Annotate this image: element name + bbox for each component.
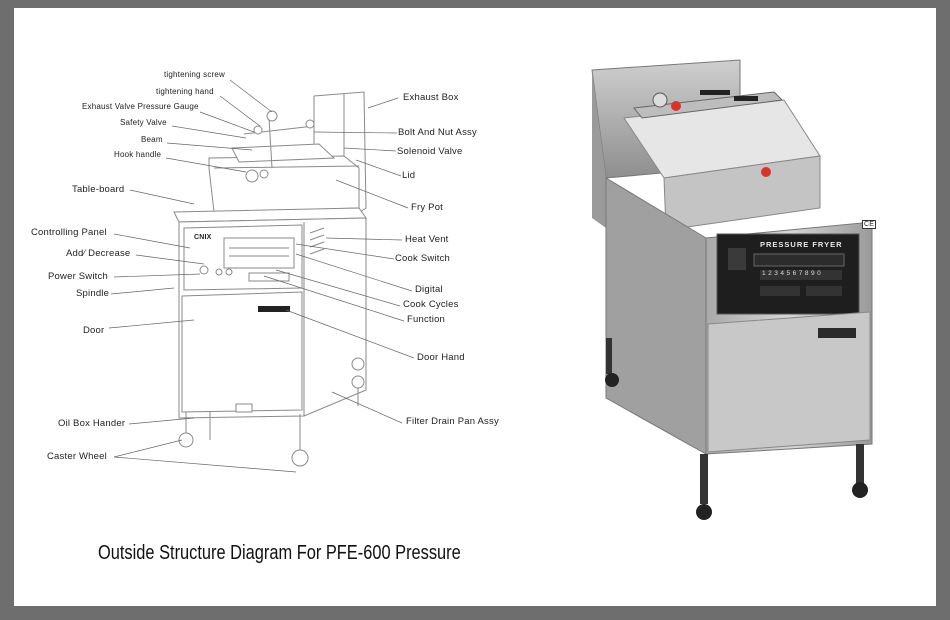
label-cook-switch: Cook Switch [395,253,450,264]
label-power-switch: Power Switch [48,271,108,282]
fryer-line-drawing [108,79,415,473]
ce-badge: CE [862,220,877,229]
label-safety-valve: Safety Valve [120,118,167,127]
label-table-board: Table-board [72,184,125,195]
label-heat-vent: Heat Vent [405,234,449,245]
label-lid: Lid [402,170,416,181]
label-filter-drain-pan-assy: Filter Drain Pan Assy [406,416,499,427]
label-controlling-panel: Controlling Panel [31,227,107,238]
label-add-decrease: Add⁄ Decrease [66,248,131,259]
label-oil-box-hander: Oil Box Hander [58,418,126,429]
label-function: Function [407,314,446,325]
label-tightening-screw: tightening screw [164,70,226,79]
keypad-digits: 1234567890 [762,270,824,277]
label-bolt-and-nut-assy: Bolt And Nut Assy [398,127,477,138]
label-spindle: Spindle [76,288,110,299]
label-fry-pot: Fry Pot [411,202,444,213]
brand-mark: CNIX [194,234,212,241]
label-tightening-hand: tightening hand [156,87,214,96]
figure-canvas: tightening screw tightening hand Exhaust… [14,8,936,606]
label-door-hand: Door Hand [417,352,465,363]
panel-heading: PRESSURE FRYER [760,240,843,249]
label-beam: Beam [141,135,163,144]
label-cook-cycles: Cook Cycles [403,299,459,310]
figure-title: Outside Structure Diagram For PFE-600 Pr… [98,542,461,564]
label-exhaust-box: Exhaust Box [403,92,459,103]
fryer-photo [591,59,873,520]
label-digital: Digital [415,284,443,295]
label-door: Door [83,325,105,336]
label-exhaust-valve-pressure-gauge: Exhaust Valve Pressure Gauge [82,102,199,111]
label-caster-wheel: Caster Wheel [47,451,107,462]
label-solenoid-valve: Solenoid Valve [397,146,463,157]
label-hook-handle: Hook handle [114,150,162,159]
